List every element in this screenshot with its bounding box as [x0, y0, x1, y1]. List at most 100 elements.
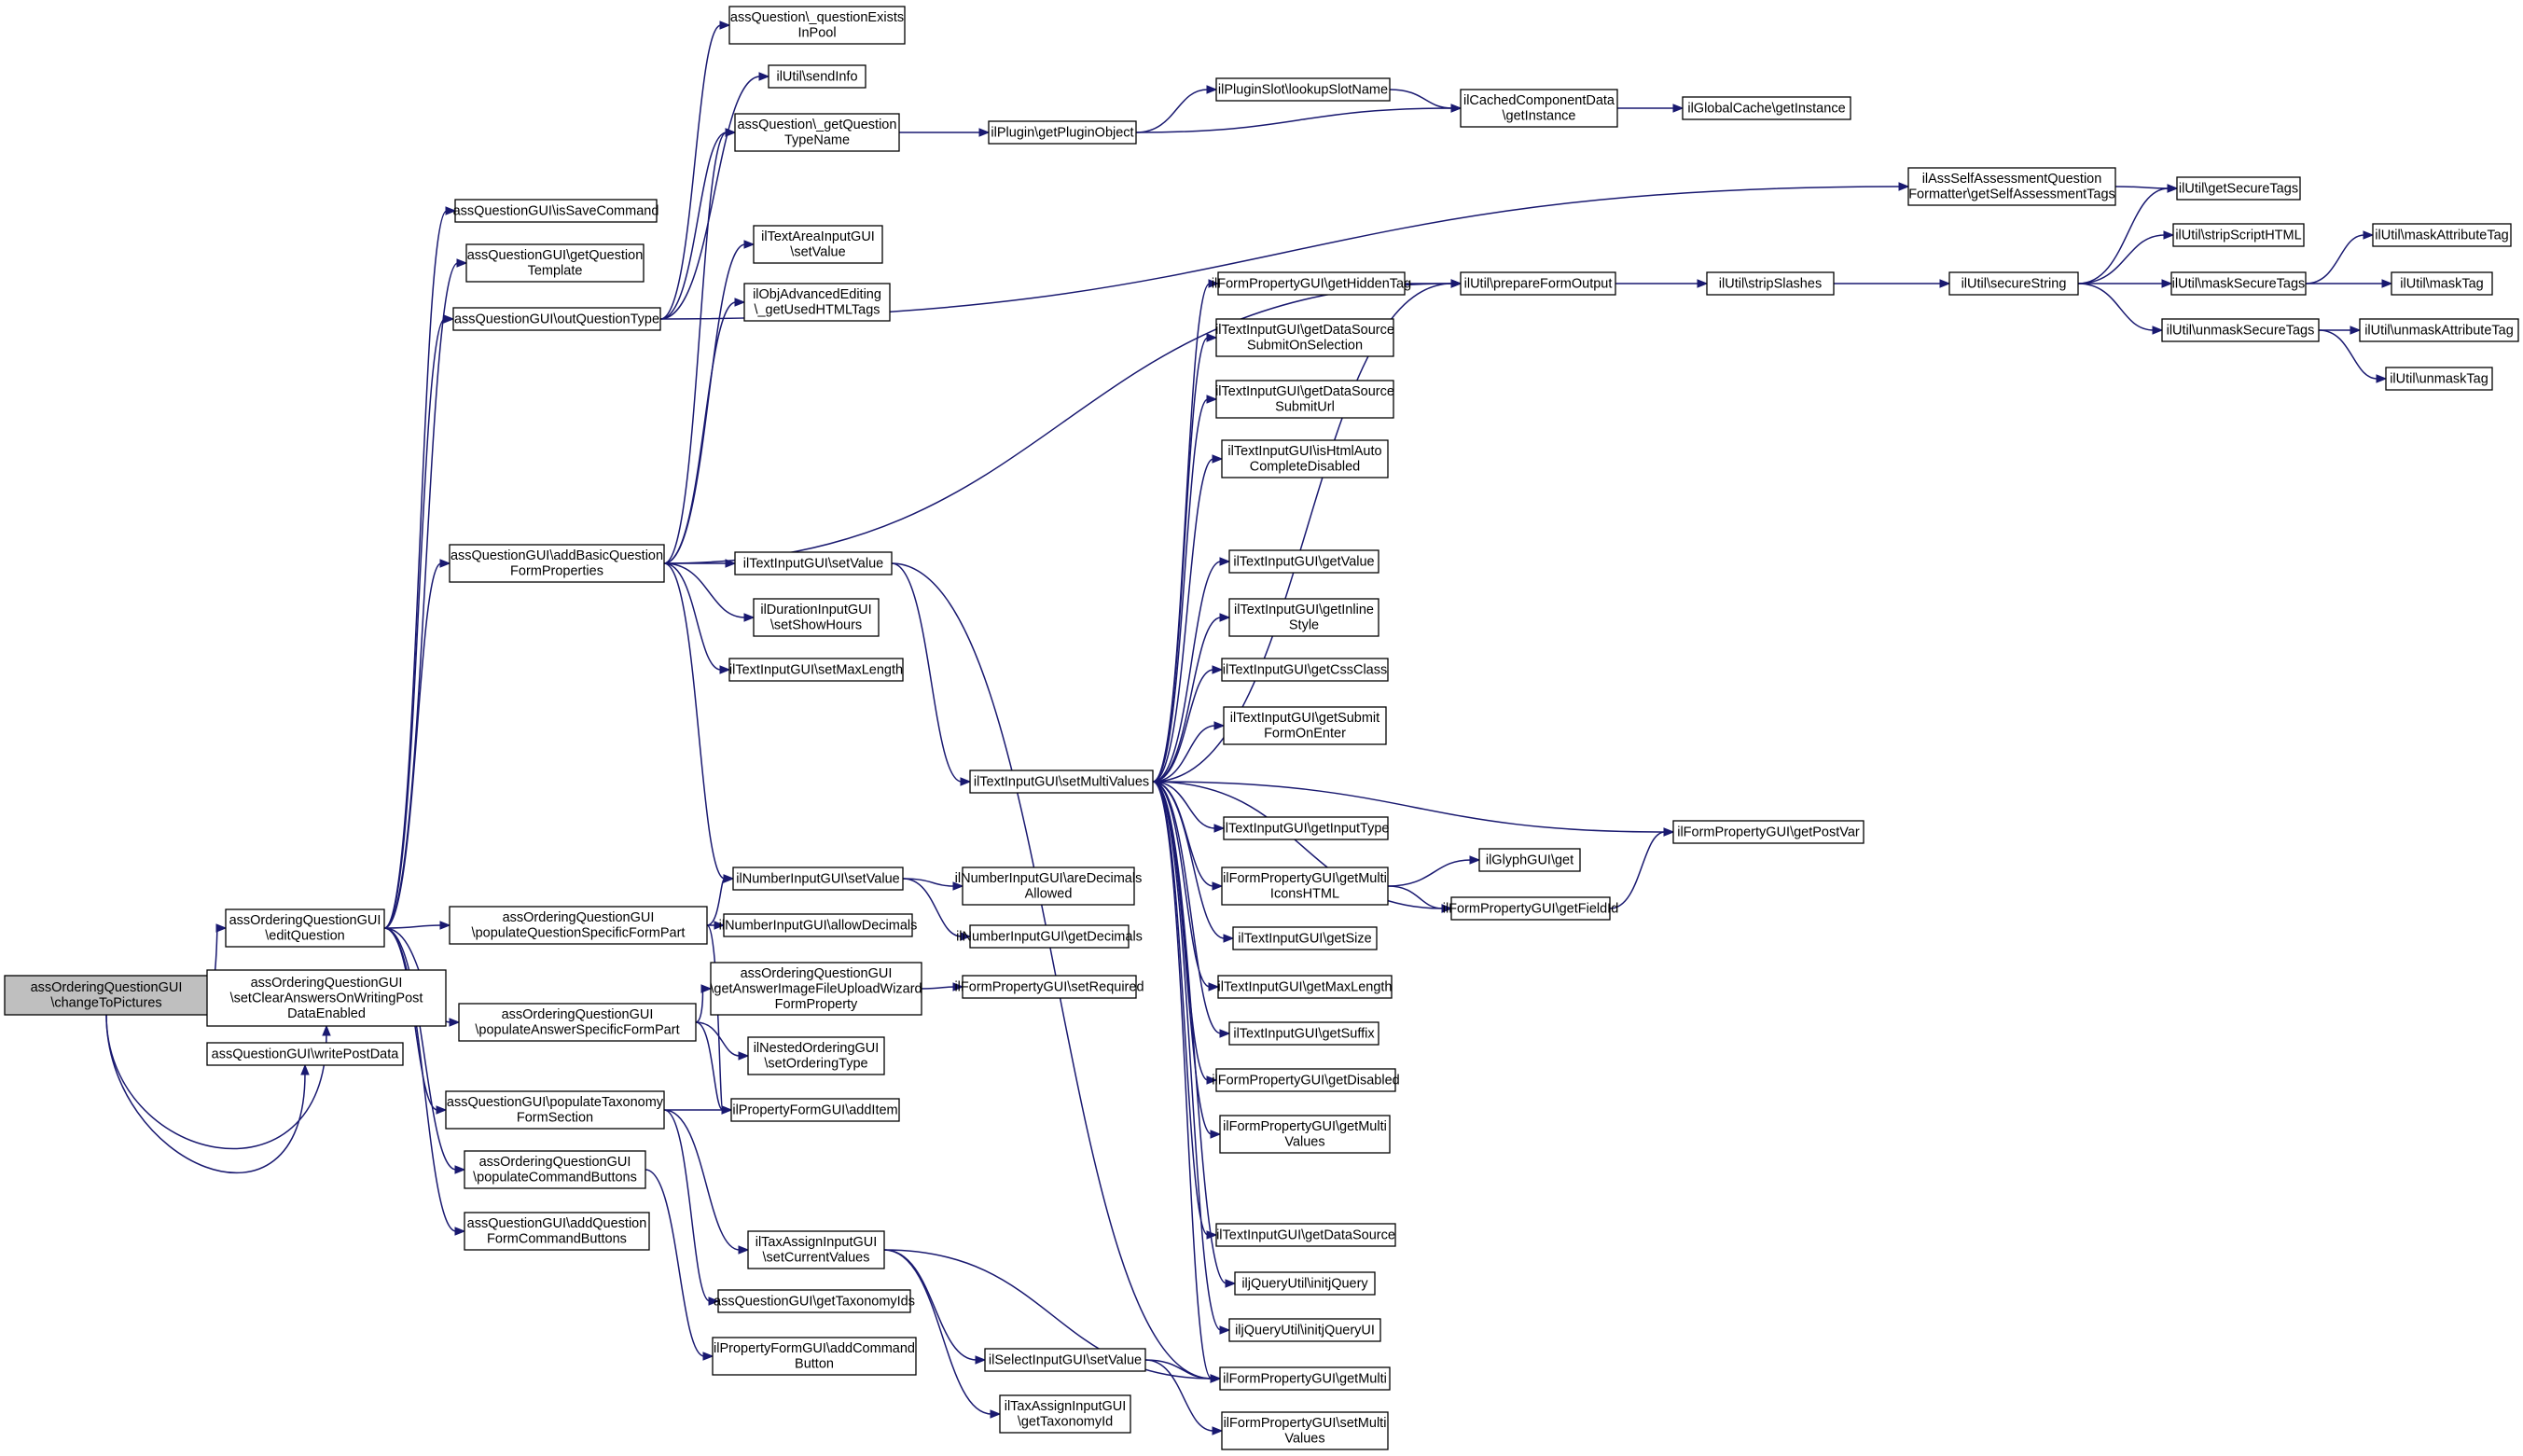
- node-label-line: ilTextInputGUI\getDataSource: [1216, 1227, 1395, 1242]
- node-box: [449, 544, 665, 583]
- graph-node-n62[interactable]: ilUtil\secureString: [1948, 271, 2079, 296]
- graph-node-n34[interactable]: ilGlobalCache\getInstance: [1682, 96, 1851, 120]
- graph-node-n57[interactable]: iljQueryUtil\initjQueryUI: [1228, 1318, 1381, 1342]
- node-label-line: assQuestionGUI\outQuestionType: [454, 312, 659, 326]
- graph-node-n6[interactable]: assQuestionGUI\outQuestionType: [452, 307, 661, 331]
- arrowhead: [952, 982, 964, 991]
- graph-node-n21[interactable]: ilNumberInputGUI\setValue: [732, 867, 904, 891]
- graph-node-n56[interactable]: iljQueryUtil\initjQuery: [1234, 1271, 1376, 1296]
- call-edge: [1152, 781, 1216, 829]
- graph-node-n25[interactable]: ilPropertyFormGUI\addItem: [730, 1098, 900, 1122]
- graph-node-n27[interactable]: assQuestionGUI\getTaxonomyIds: [714, 1289, 915, 1313]
- graph-node-n59[interactable]: ilFormPropertyGUI\setMultiValues: [1221, 1411, 1389, 1450]
- graph-node-n11[interactable]: assOrderingQuestionGUI\populateCommandBu…: [464, 1150, 646, 1189]
- graph-node-n0[interactable]: assOrderingQuestionGUI\changeToPictures: [4, 975, 209, 1016]
- node-box: [1228, 1021, 1379, 1046]
- graph-node-n8[interactable]: assOrderingQuestionGUI\populateQuestionS…: [449, 906, 708, 945]
- graph-node-n14[interactable]: ilUtil\sendInfo: [768, 64, 866, 89]
- graph-node-n33[interactable]: ilCachedComponentData\getInstance: [1460, 89, 1618, 128]
- graph-node-n60[interactable]: ilUtil\prepareFormOutput: [1460, 271, 1616, 296]
- node-label-line: ilFormPropertyGUI\getMulti: [1223, 1371, 1387, 1386]
- graph-node-n3[interactable]: assQuestionGUI\writePostData: [206, 1042, 404, 1066]
- node-layer: assOrderingQuestionGUI\changeToPicturesa…: [4, 6, 2519, 1450]
- graph-node-n68[interactable]: ilUtil\maskTag: [2391, 271, 2493, 296]
- graph-node-n53[interactable]: ilFormPropertyGUI\getDisabled: [1212, 1068, 1400, 1092]
- graph-node-n55[interactable]: ilTextInputGUI\getDataSource: [1215, 1223, 1396, 1247]
- node-label-line: assQuestionGUI\getQuestion: [467, 248, 644, 263]
- graph-node-n40[interactable]: ilFormPropertyGUI\getHiddenTag: [1212, 271, 1411, 296]
- graph-node-n61[interactable]: ilUtil\stripSlashes: [1706, 271, 1835, 296]
- graph-node-n9[interactable]: assOrderingQuestionGUI\populateAnswerSpe…: [458, 1003, 697, 1042]
- graph-node-n71[interactable]: ilGlyphGUI\get: [1478, 848, 1581, 872]
- node-label-line: ilFormPropertyGUI\getMulti: [1223, 1119, 1387, 1134]
- graph-node-n52[interactable]: ilTextInputGUI\getSuffix: [1228, 1021, 1379, 1046]
- graph-node-n38[interactable]: ilNumberInputGUI\getDecimals: [956, 924, 1143, 949]
- graph-node-n36[interactable]: ilTextInputGUI\setMultiValues: [969, 770, 1154, 794]
- graph-node-n46[interactable]: ilTextInputGUI\getCssClass: [1221, 658, 1389, 682]
- call-edge: [1152, 617, 1222, 783]
- graph-node-n70[interactable]: ilUtil\unmaskTag: [2385, 367, 2493, 391]
- graph-node-n39[interactable]: ilFormPropertyGUI\setRequired: [954, 975, 1144, 999]
- graph-node-n20[interactable]: ilTextInputGUI\setMaxLength: [728, 658, 904, 682]
- graph-node-n4[interactable]: assQuestionGUI\isSaveCommand: [453, 199, 659, 223]
- graph-node-n10[interactable]: assQuestionGUI\populateTaxonomyFormSecti…: [445, 1090, 665, 1130]
- call-edge: [1152, 725, 1216, 783]
- graph-node-n16[interactable]: ilTextAreaInputGUI\setValue: [753, 225, 883, 264]
- graph-node-n18[interactable]: ilTextInputGUI\setValue: [734, 551, 893, 575]
- graph-node-n69[interactable]: ilUtil\unmaskAttributeTag: [2359, 318, 2519, 342]
- graph-node-n58[interactable]: ilFormPropertyGUI\getMulti: [1219, 1366, 1391, 1391]
- graph-node-n35[interactable]: ilAssSelfAssessmentQuestionFormatter\get…: [1907, 167, 2116, 206]
- graph-node-n32[interactable]: ilPluginSlot\lookupSlotName: [1215, 77, 1391, 102]
- node-box: [1217, 271, 1406, 296]
- graph-node-n65[interactable]: ilUtil\maskSecureTags: [2170, 271, 2307, 296]
- graph-node-n44[interactable]: ilTextInputGUI\getValue: [1228, 549, 1379, 574]
- graph-node-n66[interactable]: ilUtil\unmaskSecureTags: [2161, 318, 2320, 342]
- arrowhead: [1225, 1279, 1237, 1288]
- call-edge: [663, 562, 722, 671]
- graph-node-n2[interactable]: assOrderingQuestionGUI\setClearAnswersOn…: [206, 969, 447, 1027]
- graph-node-n23[interactable]: assOrderingQuestionGUI\getAnswerImageFil…: [710, 962, 922, 1016]
- node-box: [1221, 439, 1389, 478]
- graph-node-n22[interactable]: ilNumberInputGUI\allowDecimals: [719, 913, 918, 937]
- node-label-line: ilTextInputGUI\getSuffix: [1233, 1026, 1375, 1041]
- graph-node-n12[interactable]: assQuestionGUI\addQuestionFormCommandBut…: [464, 1212, 650, 1251]
- arrowhead: [436, 1105, 448, 1115]
- arrowhead: [702, 1352, 714, 1361]
- graph-node-n17[interactable]: ilObjAdvancedEditing\_getUsedHTMLTags: [743, 283, 891, 322]
- graph-node-n31[interactable]: ilPlugin\getPluginObject: [988, 120, 1137, 145]
- graph-node-n7[interactable]: assQuestionGUI\addBasicQuestionFormPrope…: [449, 544, 665, 583]
- graph-node-n64[interactable]: ilUtil\stripScriptHTML: [2172, 223, 2305, 247]
- arrowhead: [758, 72, 770, 81]
- graph-node-n50[interactable]: ilTextInputGUI\getSize: [1232, 926, 1378, 950]
- graph-node-n51[interactable]: ilTextInputGUI\getMaxLength: [1217, 975, 1393, 999]
- graph-node-n72[interactable]: ilFormPropertyGUI\getFieldId: [1443, 896, 1619, 921]
- graph-node-n29[interactable]: ilSelectInputGUI\setValue: [984, 1348, 1146, 1372]
- graph-node-n73[interactable]: ilFormPropertyGUI\getPostVar: [1672, 820, 1865, 844]
- arrowhead: [1219, 1029, 1231, 1038]
- node-label-line: ilTaxAssignInputGUI: [756, 1235, 878, 1250]
- node-label-line: ilGlobalCache\getInstance: [1687, 101, 1845, 116]
- graph-node-n30[interactable]: ilTaxAssignInputGUI\getTaxonomyId: [999, 1394, 1131, 1434]
- graph-node-n48[interactable]: ilTextInputGUI\getInputType: [1223, 816, 1390, 840]
- graph-node-n24[interactable]: ilNestedOrderingGUI\setOrderingType: [747, 1036, 885, 1075]
- graph-node-n1[interactable]: assOrderingQuestionGUI\editQuestion: [225, 908, 385, 948]
- graph-node-n19[interactable]: ilDurationInputGUI\setShowHours: [753, 598, 880, 637]
- graph-node-n63[interactable]: ilUtil\getSecureTags: [2176, 176, 2301, 201]
- node-box: [465, 243, 645, 283]
- node-box: [458, 1003, 697, 1042]
- graph-node-n43[interactable]: ilTextInputGUI\isHtmlAutoCompleteDisable…: [1221, 439, 1389, 478]
- graph-node-n41[interactable]: ilTextInputGUI\getDataSourceSubmitOnSele…: [1215, 318, 1394, 357]
- graph-node-n26[interactable]: ilTaxAssignInputGUI\setCurrentValues: [747, 1230, 885, 1269]
- graph-node-n67[interactable]: ilUtil\maskAttributeTag: [2372, 223, 2512, 247]
- node-label-line: ilTextInputGUI\setValue: [743, 556, 883, 571]
